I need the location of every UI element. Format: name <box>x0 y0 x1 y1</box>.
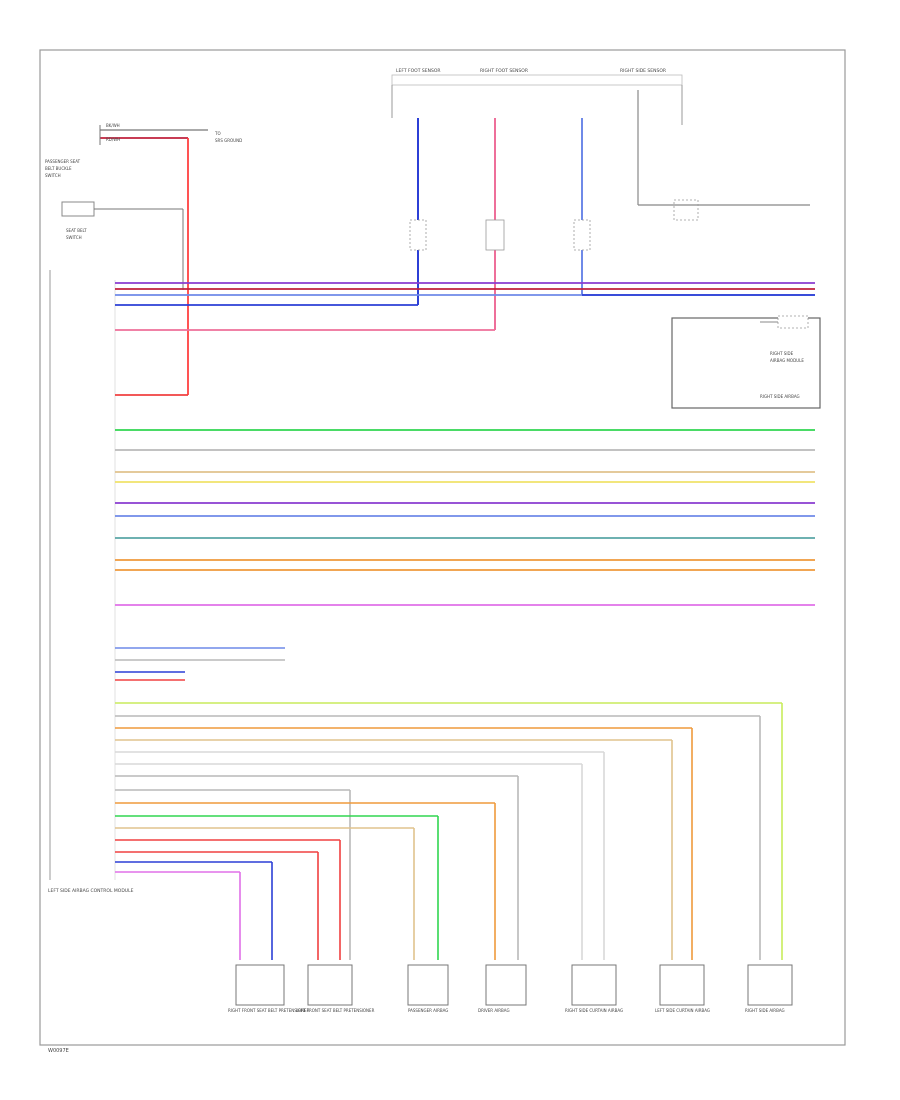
top-left-connector: BK/WH RD/WH TO SRS GROUND PASSENGER SEAT… <box>45 123 242 395</box>
svg-text:TO: TO <box>214 131 221 136</box>
sensor-connectors <box>409 199 699 251</box>
svg-text:PASSENGER SEAT: PASSENGER SEAT <box>45 159 81 164</box>
svg-text:SWITCH: SWITCH <box>66 235 82 240</box>
component-box <box>485 964 527 1006</box>
top-connector-label-1: LEFT FOOT SENSOR <box>396 68 440 74</box>
component-label-4: DRIVER AIRBAG <box>478 1008 510 1013</box>
seat-belt-switch: SEAT BELT SWITCH <box>61 201 184 290</box>
component-label-2: LEFT FRONT SEAT BELT PRETENSIONER <box>296 1008 375 1013</box>
svg-text:RIGHT SIDE AIRBAG: RIGHT SIDE AIRBAG <box>760 394 800 399</box>
component-label-6: LEFT SIDE CURTAIN AIRBAG <box>655 1008 710 1013</box>
svg-text:SWITCH: SWITCH <box>45 173 61 178</box>
svg-text:RD/WH: RD/WH <box>106 137 120 142</box>
svg-text:SRS GROUND: SRS GROUND <box>215 138 242 143</box>
component-label-7: RIGHT SIDE AIRBAG <box>745 1008 785 1013</box>
sensor-vertical-leads <box>417 90 810 330</box>
wire-runs <box>115 282 815 681</box>
svg-text:RIGHT SIDE: RIGHT SIDE <box>770 351 794 356</box>
left-module-label: LEFT SIDE AIRBAG CONTROL MODULE <box>48 888 134 894</box>
svg-text:AIRBAG MODULE: AIRBAG MODULE <box>770 358 804 363</box>
diagram-frame <box>39 49 846 1046</box>
top-connector-row <box>391 74 683 125</box>
component-box <box>407 964 449 1006</box>
component-label-1: RIGHT FRONT SEAT BELT PRETENSIONER <box>228 1008 310 1013</box>
right-side-module: RIGHT SIDE AIRBAG MODULE RIGHT SIDE AIRB… <box>671 315 821 409</box>
component-label-5: RIGHT SIDE CURTAIN AIRBAG <box>565 1008 623 1013</box>
component-label-3: PASSENGER AIRBAG <box>408 1008 448 1013</box>
svg-text:SEAT BELT: SEAT BELT <box>66 228 87 233</box>
component-box <box>307 964 353 1006</box>
component-box <box>235 964 285 1006</box>
page-label: W0097E <box>48 1048 69 1054</box>
svg-text:BK/WH: BK/WH <box>106 123 120 128</box>
component-box <box>659 964 705 1006</box>
bottom-components <box>115 702 793 1006</box>
top-connector-label-3: RIGHT SIDE SENSOR <box>620 68 666 74</box>
top-connector-label-2: RIGHT FOOT SENSOR <box>480 68 528 74</box>
svg-text:BELT BUCKLE: BELT BUCKLE <box>45 166 72 171</box>
component-box <box>747 964 793 1006</box>
component-box <box>571 964 617 1006</box>
